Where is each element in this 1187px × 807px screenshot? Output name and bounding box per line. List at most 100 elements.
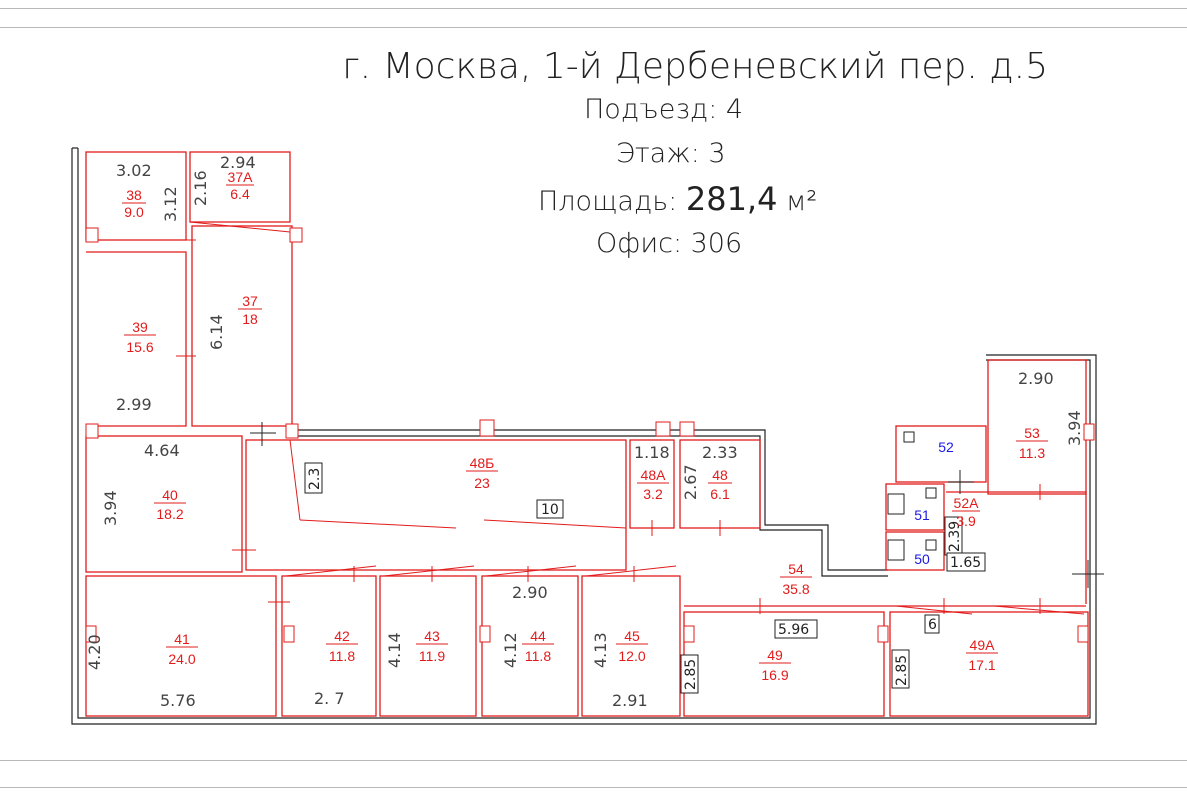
door-swings (189, 221, 1085, 615)
top-rule-2 (0, 27, 1187, 28)
svg-text:52А: 52А (954, 495, 980, 511)
room-45: 45 12.0 (616, 628, 648, 664)
svg-text:18.2: 18.2 (156, 506, 183, 522)
box-dim-label: 2.3 (307, 468, 323, 490)
svg-text:43: 43 (424, 628, 440, 644)
room-40: 40 18.2 (154, 487, 186, 522)
dim-label: 2.94 (220, 153, 256, 172)
svg-text:11.9: 11.9 (419, 648, 445, 664)
top-rule (0, 8, 1187, 9)
svg-text:3.2: 3.2 (643, 486, 663, 502)
box-dim-label: 2.85 (683, 659, 699, 690)
svg-text:11.8: 11.8 (329, 648, 355, 664)
room-49a: 49А 17.1 (966, 637, 998, 673)
box-dim-label: 6 (928, 617, 937, 633)
svg-text:3.9: 3.9 (956, 513, 976, 529)
svg-text:48Б: 48Б (470, 455, 495, 471)
svg-text:49: 49 (767, 647, 783, 663)
svg-text:16.9: 16.9 (761, 667, 788, 683)
room-50: 50 (914, 551, 930, 567)
wall-ticks (176, 239, 1041, 614)
svg-text:24.0: 24.0 (168, 651, 195, 667)
area-value: 281,4 (685, 180, 778, 218)
address-title: г. Москва, 1-й Дербеневский пер. д.5 (342, 46, 1049, 87)
window-marks (85, 227, 1095, 643)
bottom-rule (0, 760, 1187, 761)
room-42: 42 11.8 (326, 628, 358, 664)
interior-walls (85, 151, 1089, 717)
floor-label: Этаж: 3 (616, 138, 726, 169)
dim-label: 4.12 (501, 632, 520, 668)
svg-text:11.8: 11.8 (525, 648, 551, 664)
box-dim-label: 5.96 (778, 622, 809, 638)
room-53: 53 11.3 (1016, 425, 1048, 461)
dim-label: 4.14 (385, 632, 404, 668)
room-51: 51 (914, 507, 930, 523)
dim-label: 2.90 (512, 583, 548, 602)
room-38: 389.0 (122, 187, 146, 220)
dim-label: 3.94 (1065, 410, 1084, 446)
dim-label: 5.76 (160, 691, 196, 710)
dimension-labels: 3.02 3.12 2.16 2.94 6.14 2.99 4.64 3.94 … (85, 153, 1084, 710)
dim-label: 6.14 (207, 314, 226, 350)
dim-label: 2.16 (191, 170, 210, 206)
svg-text:6.4: 6.4 (230, 186, 250, 202)
room-49: 49 16.9 (759, 647, 791, 683)
boxed-dimensions: 2.3 10 2.85 5.96 6 2.85 2.39 1.65 (304, 462, 986, 694)
svg-text:37: 37 (242, 293, 258, 309)
svg-text:9.0: 9.0 (124, 204, 144, 220)
dim-label: 4.64 (144, 441, 180, 460)
svg-text:39: 39 (132, 319, 148, 335)
svg-text:53: 53 (1024, 425, 1040, 441)
dim-label: 2.67 (681, 464, 700, 500)
svg-text:17.1: 17.1 (968, 657, 995, 673)
svg-text:49А: 49А (970, 637, 996, 653)
svg-text:42: 42 (334, 628, 350, 644)
svg-text:6.1: 6.1 (710, 486, 730, 502)
dim-label: 3.12 (161, 186, 180, 222)
cross-markers (250, 422, 1104, 588)
office-label: Офис: 306 (596, 228, 743, 259)
box-dim-label: 10 (541, 502, 559, 518)
svg-text:11.3: 11.3 (1019, 445, 1045, 461)
dim-label: 4.20 (85, 634, 104, 670)
svg-text:48А: 48А (641, 467, 667, 483)
box-dim-label: 2.39 (947, 521, 963, 552)
dim-label: 2.90 (1018, 369, 1054, 388)
entrance-label: Подъезд: 4 (584, 94, 744, 125)
room-39: 39 15.6 (124, 319, 156, 355)
svg-text:41: 41 (174, 631, 190, 647)
svg-text:18: 18 (242, 311, 258, 327)
svg-text:54: 54 (788, 561, 804, 577)
room-43: 43 11.9 (416, 628, 448, 664)
dim-label: 4.13 (591, 632, 610, 668)
room-54: 54 35.8 (780, 561, 812, 597)
bottom-rule-2 (0, 787, 1187, 788)
plumbing-fixtures (887, 431, 937, 561)
box-dim-label: 2.85 (894, 655, 910, 686)
room-48: 486.1 (708, 467, 732, 502)
svg-text:35.8: 35.8 (782, 581, 809, 597)
dim-label: 2.33 (702, 443, 738, 462)
svg-text:15.6: 15.6 (126, 339, 153, 355)
area-label: Площадь: (538, 186, 678, 217)
svg-text:38: 38 (126, 187, 142, 203)
svg-text:12.0: 12.0 (618, 648, 645, 664)
svg-text:23: 23 (474, 475, 490, 491)
dim-label: 1.18 (634, 443, 670, 462)
room-52: 52 (938, 439, 954, 455)
dim-label: 3.94 (101, 490, 120, 526)
svg-text:40: 40 (162, 487, 178, 503)
dim-label: 2. 7 (314, 689, 345, 708)
room-41: 41 24.0 (166, 631, 198, 667)
dim-label: 3.02 (116, 161, 152, 180)
svg-text:37А: 37А (228, 169, 254, 185)
svg-text:45: 45 (624, 628, 640, 644)
